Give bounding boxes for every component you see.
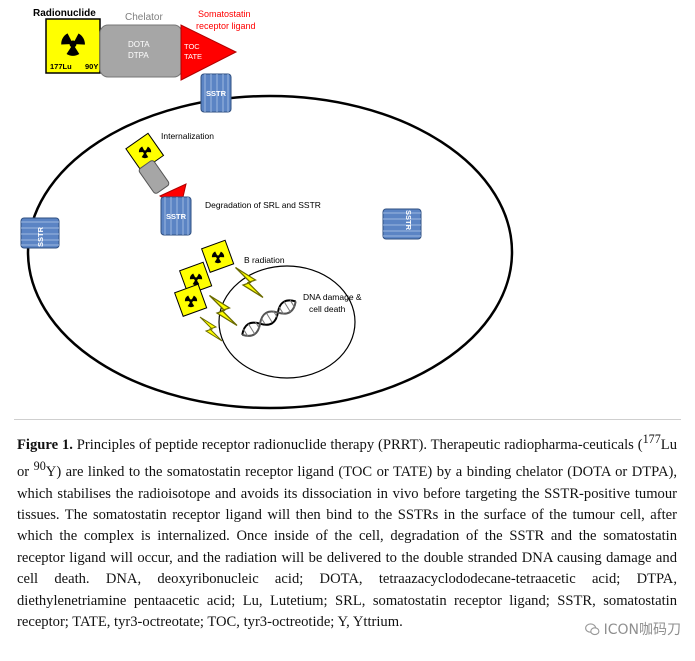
- tate-label: TATE: [184, 52, 202, 61]
- caption-divider: [14, 419, 681, 420]
- toc-label: TOC: [184, 42, 200, 51]
- cell-membrane: [26, 94, 514, 410]
- lu-label: 177Lu: [50, 62, 72, 71]
- degradation-label: Degradation of SRL and SSTR: [205, 200, 321, 210]
- watermark-text: ICON咖码刀: [603, 622, 681, 638]
- dota-label: DOTA: [128, 40, 150, 49]
- caption-text-1: Principles of peptide receptor radionucl…: [72, 436, 643, 453]
- figure-number: Figure 1.: [17, 436, 73, 453]
- watermark: ICON咖码刀: [584, 619, 681, 639]
- sstr-receptor-right: [382, 208, 422, 240]
- wechat-icon: [584, 622, 600, 635]
- ligand-triangle: [180, 24, 238, 81]
- internalization-label: Internalization: [161, 131, 214, 141]
- b-radiation-label: B radiation: [244, 255, 285, 265]
- radionuclide-label: Radionuclide: [33, 8, 96, 19]
- dna-helix-icon: [241, 299, 297, 337]
- dtpa-label: DTPA: [128, 51, 149, 60]
- sstr-left-label: SSTR: [36, 226, 45, 247]
- figure-caption: Figure 1. Principles of peptide receptor…: [17, 429, 677, 633]
- y-label: 90Y: [85, 62, 98, 71]
- dna-damage-label: DNA damage &: [303, 292, 362, 302]
- receptor-ligand-label: receptor ligand: [196, 21, 256, 31]
- caption-text-3: Y) are linked to the somatostatin recept…: [17, 464, 677, 630]
- prrt-figure: Radionuclide Chelator Somatostatin recep…: [20, 8, 514, 410]
- somatostatin-label: Somatostatin: [198, 9, 251, 19]
- sstr-right-label: SSTR: [404, 210, 413, 231]
- lu-superscript: 177: [642, 432, 661, 446]
- sstr-internal-label: SSTR: [166, 212, 187, 221]
- y-superscript: 90: [33, 459, 46, 474]
- radiation-sources: [173, 239, 235, 317]
- caption-text-2: Lu or: [17, 436, 678, 481]
- chelator-label: Chelator: [125, 12, 163, 23]
- internalized-complex: SSTR: [125, 132, 192, 236]
- sstr-top-label: SSTR: [206, 89, 227, 98]
- nucleus: [218, 265, 356, 379]
- cell-death-label: cell death: [309, 304, 346, 314]
